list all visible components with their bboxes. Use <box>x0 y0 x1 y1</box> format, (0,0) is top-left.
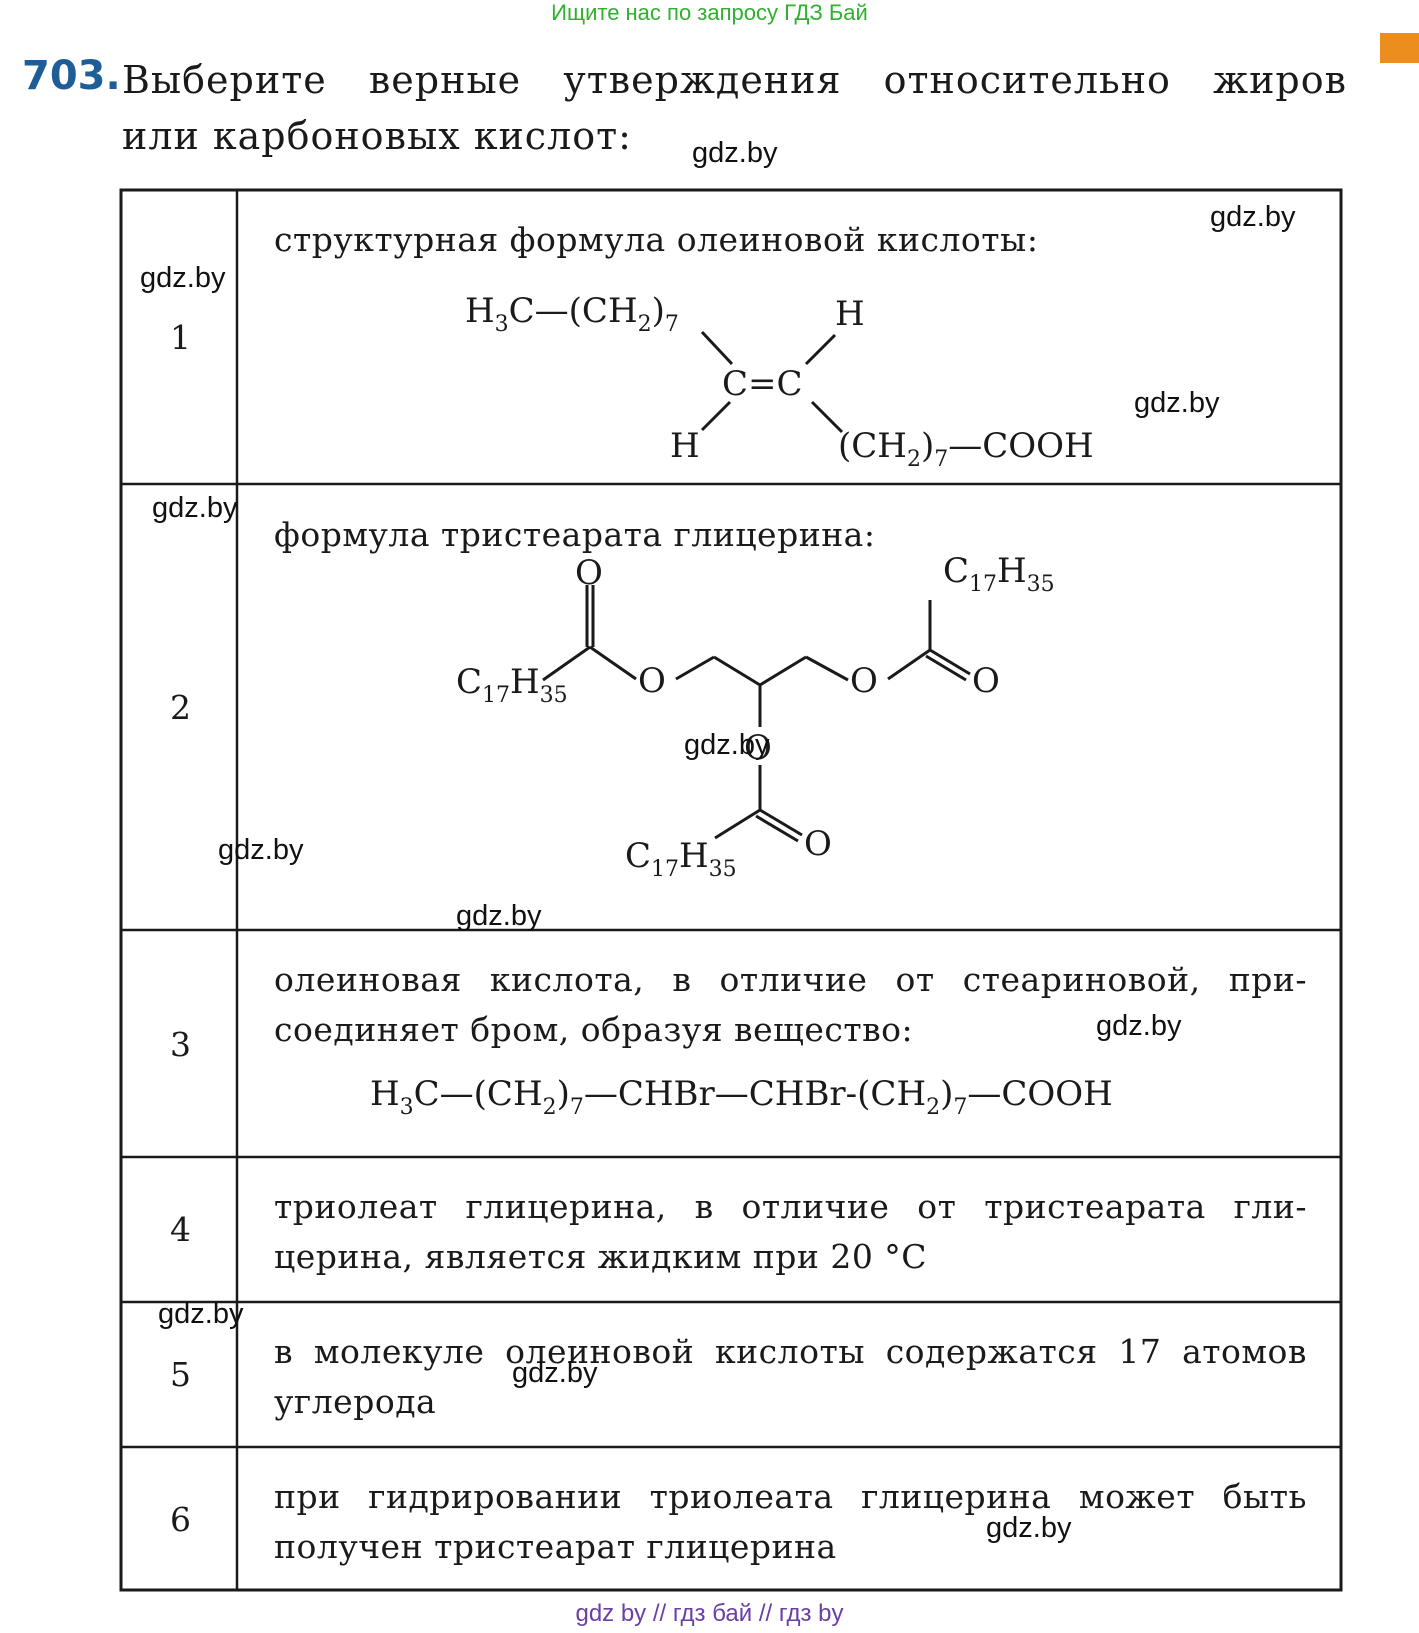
watermark: gdz.by <box>512 1357 598 1389</box>
statement-3-line1: олеиновая кислота, в отличие от стеарино… <box>274 960 1307 999</box>
watermark: gdz.by <box>152 492 238 524</box>
dibromo-formula-text: H3C—(CH2)7—CHBr—CHBr-(CH2)7—COOH <box>370 1074 1113 1120</box>
orange-page-tab <box>1380 33 1419 63</box>
oleic-top-h: H <box>835 294 865 334</box>
row-number-6: 6 <box>170 1500 191 1539</box>
task-text-line1: Выберите верные утверждения относительно… <box>122 58 1347 102</box>
middle-ester-oxygen: O <box>744 728 772 768</box>
footer-watermark: gdz by // гдз бай // гдз by <box>575 1600 844 1627</box>
oleic-bottom-h: H <box>670 426 700 466</box>
oleic-left-group: H3C—(CH2)7 <box>465 291 679 337</box>
statement-4-line1: триолеат глицерина, в отличие от тристеа… <box>274 1187 1307 1226</box>
dibromo-formula: H3C—(CH2)7—CHBr—CHBr-(CH2)7—COOH <box>370 1074 1113 1120</box>
row-number-1: 1 <box>170 318 191 357</box>
tristearate-formula: O C17H35 O O C17H35 O O O C17H35 <box>456 551 1055 882</box>
row-number-2: 2 <box>170 688 191 727</box>
left-carbonyl-oxygen: O <box>575 553 603 593</box>
row-number-5: 5 <box>170 1355 191 1394</box>
row-number-3: 3 <box>170 1025 191 1064</box>
statement-5-line2: углерода <box>274 1382 437 1421</box>
statement-5-line1: в молекуле олеиновой кислоты содержатся … <box>274 1332 1307 1371</box>
watermark: gdz.by <box>1096 1010 1182 1042</box>
right-ester-oxygen: O <box>850 661 878 701</box>
top-acyl-group: C17H35 <box>943 551 1055 597</box>
statement-4-line2: церина, является жидким при 20 °С <box>274 1237 928 1276</box>
watermark: gdz.by <box>218 834 304 866</box>
watermark: gdz.by <box>158 1298 244 1330</box>
statement-1: структурная формула олеиновой кислоты: <box>274 220 1039 259</box>
row-number-4: 4 <box>170 1210 191 1249</box>
task-text-line2: или карбоновых кислот: <box>122 114 632 158</box>
task-number: 703. <box>22 53 121 99</box>
watermark: gdz.by <box>684 729 770 761</box>
oleic-acid-formula: H3C—(CH2)7 H C=C H (CH2)7—COOH <box>465 291 1094 472</box>
statement-6-line1: при гидрировании триолеата глицерина мож… <box>274 1477 1307 1516</box>
bottom-acyl-group: C17H35 <box>625 836 737 882</box>
left-acyl-group: C17H35 <box>456 662 568 708</box>
watermark: gdz.by <box>140 262 226 294</box>
statement-2: формула тристеарата глицерина: <box>274 515 876 554</box>
watermark: gdz.by <box>692 137 778 169</box>
bottom-carbonyl-oxygen: O <box>804 824 832 864</box>
right-carbonyl-oxygen: O <box>972 661 1000 701</box>
statement-3-line2: соединяет бром, образуя вещество: <box>274 1010 914 1049</box>
oleic-right-group: (CH2)7—COOH <box>838 426 1094 472</box>
left-ester-oxygen: O <box>638 661 666 701</box>
watermark: gdz.by <box>986 1512 1072 1544</box>
oleic-double-bond: C=C <box>722 364 803 404</box>
watermark: gdz.by <box>456 900 542 932</box>
statement-6-line2: получен тристеарат глицерина <box>274 1527 837 1566</box>
watermark: gdz.by <box>1210 201 1296 233</box>
top-banner: Ищите нас по запросу ГДЗ Бай <box>551 0 868 25</box>
watermark: gdz.by <box>1134 387 1220 419</box>
